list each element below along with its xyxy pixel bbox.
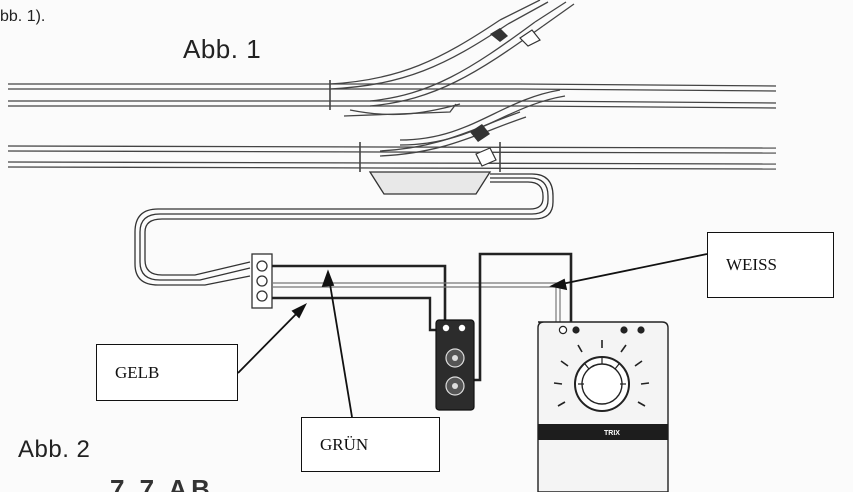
wires [272, 252, 573, 382]
caption-fragment: bb. 1). [0, 8, 46, 25]
control-box [435, 319, 475, 411]
pointer-lines [237, 253, 708, 418]
upper-turnout-signal [490, 28, 541, 47]
label-gelb: GELB [96, 344, 238, 401]
turnout-motor [368, 171, 492, 195]
transformer: TRIX [537, 321, 669, 492]
lower-track [7, 111, 777, 172]
upper-track [8, 0, 575, 117]
figure2-title: Abb. 2 [18, 436, 91, 463]
label-gruen: GRÜN [301, 417, 440, 472]
loop-cable [134, 173, 554, 286]
transformer-brand: TRIX [604, 430, 620, 437]
figure1-title: Abb. 1 [183, 34, 262, 64]
lower-turnout-signal [470, 124, 497, 167]
label-weiss: WEISS [707, 232, 834, 298]
terminal-block [251, 253, 273, 309]
bottom-text-fragment: 7 7 AB [110, 474, 214, 492]
